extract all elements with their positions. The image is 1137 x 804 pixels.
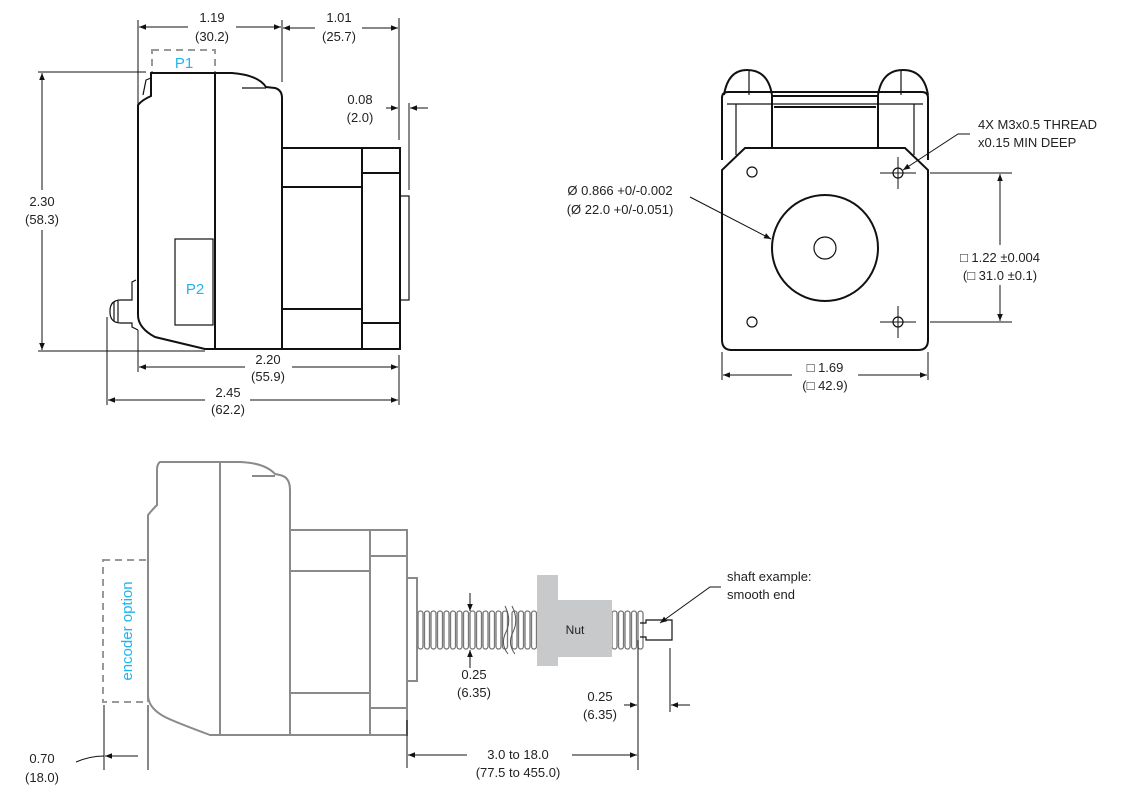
- p2-label: P2: [186, 281, 204, 298]
- thread-note-line2: x0.15 MIN DEEP: [978, 135, 1076, 150]
- lead-screw: [417, 605, 644, 655]
- pilot-boss: [771, 194, 879, 302]
- thread-note-line1: 4X M3x0.5 THREAD: [978, 117, 1097, 132]
- mount-hole: [746, 166, 758, 178]
- frame-size-mm: (□ 42.9): [802, 378, 847, 393]
- dim-length-in: 2.20: [255, 352, 280, 367]
- motor-flange: [361, 147, 401, 350]
- screw-thread-coil: [469, 610, 476, 650]
- screw-thread-coil: [488, 610, 496, 650]
- encoder-option-label: encoder option: [119, 581, 136, 680]
- screw-thread-coil: [617, 610, 625, 650]
- dim-pilot-in: 0.08: [347, 92, 372, 107]
- motor-body: [281, 147, 363, 350]
- dim-total-length-mm: (62.2): [211, 402, 245, 417]
- screw-thread-coil: [462, 610, 470, 650]
- encoder-offset-in: 0.70: [29, 751, 54, 766]
- stroke-length-in: 3.0 to 18.0: [487, 747, 548, 762]
- front-view: 4X M3x0.5 THREAD x0.15 MIN DEEP Ø 0.866 …: [567, 68, 1097, 393]
- dim-length-mm: (55.9): [251, 369, 285, 384]
- frame-size-in: □ 1.69: [807, 360, 844, 375]
- screw-thread-coil: [423, 610, 431, 650]
- nut: [537, 575, 612, 666]
- encoder-offset-mm: (18.0): [25, 770, 59, 785]
- shaft-end: [640, 619, 673, 641]
- p1-label: P1: [175, 55, 193, 72]
- housing-cover: [220, 461, 291, 736]
- dim-depth-housing-mm: (30.2): [195, 29, 229, 44]
- screw-thread-coil: [611, 610, 618, 650]
- hole-spacing-mm: (□ 31.0 ±0.1): [963, 268, 1037, 283]
- dim-depth-motor-mm: (25.7): [322, 29, 356, 44]
- screw-thread-coil: [517, 610, 525, 650]
- nut-label: Nut: [566, 623, 585, 637]
- housing-cover: [215, 72, 283, 350]
- housing-body: [137, 72, 216, 350]
- p2-connector-outline: [174, 238, 214, 326]
- shaft-end-diameter-in: 0.25: [587, 689, 612, 704]
- screw-diameter-mm: (6.35): [457, 685, 491, 700]
- dim-height-in: 2.30: [29, 194, 54, 209]
- hole-spacing-in: □ 1.22 ±0.004: [960, 250, 1040, 265]
- screw-thread-coil: [475, 610, 483, 650]
- ear-right: [877, 68, 929, 96]
- face-plate: [721, 147, 929, 351]
- p1-connector-outline: [151, 49, 216, 74]
- screw-thread-coil: [449, 610, 457, 650]
- screw-thread-coil: [637, 610, 644, 650]
- motor-pilot: [399, 195, 410, 301]
- linear-actuator-view: encoder option Nut 0.25 (6.35) 0.25 (6.3…: [25, 461, 812, 785]
- screw-thread-coil: [511, 610, 518, 650]
- housing-body: [147, 461, 221, 736]
- screw-thread-coil: [495, 610, 502, 650]
- shaft-note-line1: shaft example:: [727, 569, 812, 584]
- screw-thread-coil: [436, 610, 444, 650]
- screw-thread-coil: [430, 610, 437, 650]
- dim-depth-motor-in: 1.01: [326, 10, 351, 25]
- motor-pilot: [406, 577, 418, 682]
- mount-hole: [746, 316, 758, 328]
- screw-thread-coil: [524, 610, 531, 650]
- shaft-end-diameter-mm: (6.35): [583, 707, 617, 722]
- connector-plug: [109, 279, 139, 331]
- pilot-diameter-mm: (Ø 22.0 +0/-0.051): [567, 202, 674, 217]
- dim-height-mm: (58.3): [25, 212, 59, 227]
- side-view: P1 P2 1.19 (30.2) 1.01 (25.7) 0.08 (2.0): [25, 10, 428, 417]
- screw-thread-coil: [530, 610, 538, 650]
- screw-thread-coil: [630, 610, 638, 650]
- screw-thread-coil: [456, 610, 463, 650]
- screw-thread-coil: [624, 610, 631, 650]
- screw-thread-coil: [482, 610, 489, 650]
- shaft-note-line2: smooth end: [727, 587, 795, 602]
- motor-flange: [369, 529, 408, 736]
- dim-depth-housing-in: 1.19: [199, 10, 224, 25]
- dim-pilot-mm: (2.0): [347, 110, 374, 125]
- screw-thread-coil: [417, 610, 424, 650]
- motor-body: [289, 529, 371, 736]
- ear-left: [723, 68, 773, 96]
- screw-thread-coil: [443, 610, 450, 650]
- dim-total-length-in: 2.45: [215, 385, 240, 400]
- stroke-length-mm: (77.5 to 455.0): [476, 765, 561, 780]
- pilot-diameter-in: Ø 0.866 +0/-0.002: [567, 183, 672, 198]
- screw-diameter-in: 0.25: [461, 667, 486, 682]
- break-line: [502, 605, 517, 655]
- encoder-option-outline: [102, 559, 149, 703]
- shaft: [813, 236, 837, 260]
